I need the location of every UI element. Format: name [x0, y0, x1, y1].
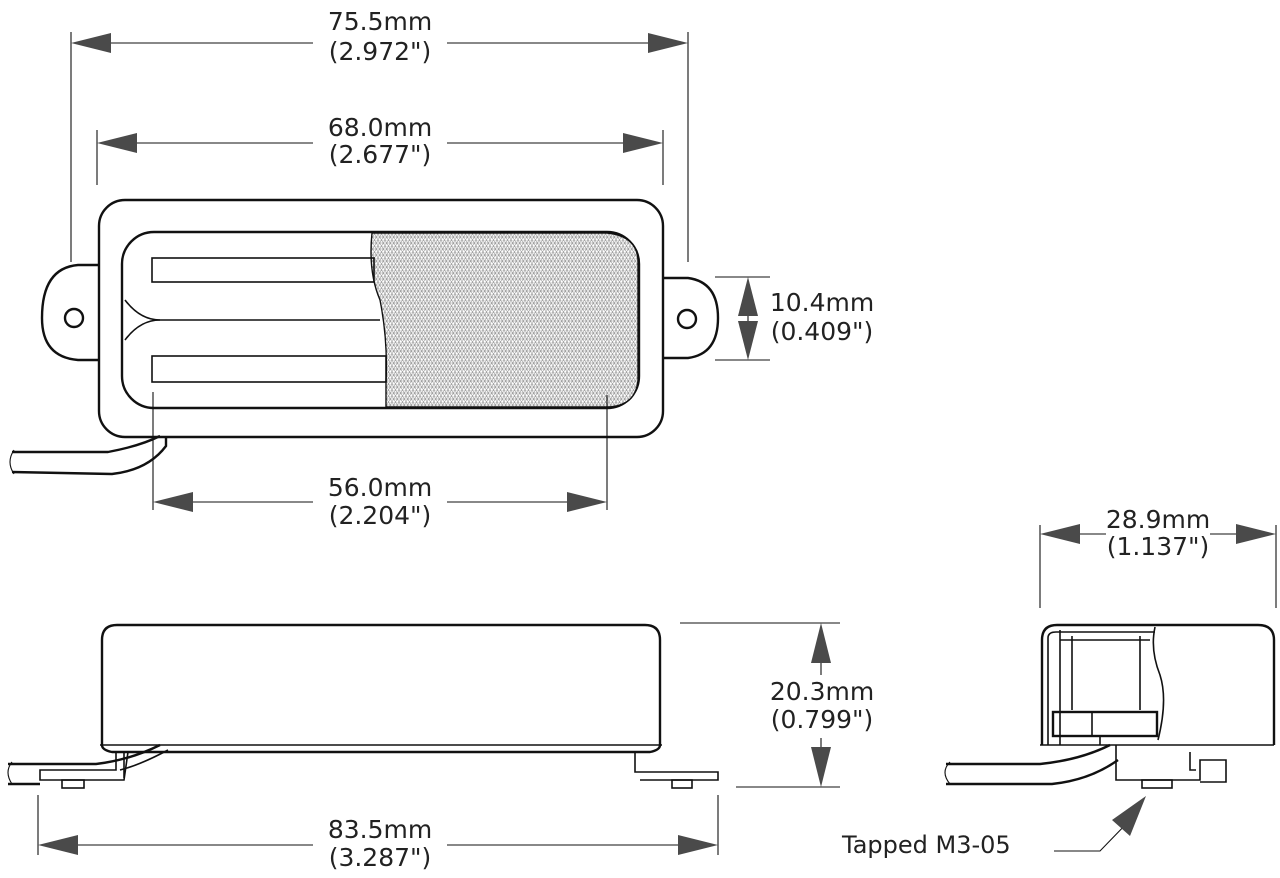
coil-divider: [124, 299, 380, 321]
side-height-inch: (0.799"): [771, 705, 874, 734]
pole-span-inch: (2.204"): [329, 501, 432, 530]
overall-width-inch: (2.972"): [329, 37, 432, 66]
end-magnet: [1051, 710, 1159, 738]
side-lead-wire: [8, 743, 161, 766]
base-length-inch: (3.287"): [329, 843, 432, 872]
cover-width-inch: (2.677"): [329, 140, 432, 169]
end-screw-head: [1141, 779, 1173, 789]
dimension-side-height: 20.3mm (0.799"): [770, 623, 874, 787]
end-depth-mm: 28.9mm: [1106, 505, 1210, 534]
right-mounting-ear: [662, 276, 720, 360]
overall-width-mm: 75.5mm: [328, 7, 432, 36]
dimension-end-depth: 28.9mm (1.137"): [1040, 505, 1276, 561]
tapped-hole-note: Tapped M3-05: [841, 831, 1011, 859]
side-height-mm: 20.3mm: [770, 677, 874, 706]
dimension-cover-width: 68.0mm (2.677"): [97, 113, 663, 169]
left-mounting-ear: [40, 263, 100, 362]
lower-blade: [151, 355, 387, 383]
pole-span-mm: 56.0mm: [328, 473, 432, 502]
base-length-mm: 83.5mm: [328, 815, 432, 844]
end-depth-inch: (1.137"): [1107, 532, 1210, 561]
side-cover: [100, 623, 662, 754]
upper-blade: [151, 257, 375, 283]
dimension-pole-span: 56.0mm (2.204"): [153, 473, 607, 530]
end-lead-wire: [946, 743, 1111, 766]
dimension-overall-width: 75.5mm (2.972"): [71, 7, 688, 66]
lead-wire: [12, 434, 161, 454]
left-screw-head: [61, 779, 85, 789]
dimension-mount-hole-span: 10.4mm (0.409"): [738, 277, 874, 360]
top-view: 75.5mm (2.972") 68.0mm (2.677") 10.4mm (…: [9, 7, 874, 530]
cover-width-mm: 68.0mm: [328, 113, 432, 142]
pickup-frame: [97, 198, 665, 439]
end-cover: [1040, 623, 1276, 745]
dimension-base-length: 83.5mm (3.287"): [38, 815, 718, 872]
right-mounting-hole: [676, 308, 698, 330]
mount-hole-span-inch: (0.409"): [771, 317, 874, 346]
side-view: 20.3mm (0.799") 83.5mm (3.287"): [7, 622, 874, 872]
pickup-cover: [120, 230, 641, 410]
mount-hole-span-mm: 10.4mm: [770, 288, 874, 317]
end-view: 28.9mm (1.137") Tapped M3-05: [841, 505, 1277, 859]
left-mounting-hole: [63, 307, 85, 329]
right-screw-head: [671, 779, 693, 789]
pickup-mesh: [370, 232, 639, 408]
tapped-hole-callout: Tapped M3-05: [841, 796, 1146, 859]
